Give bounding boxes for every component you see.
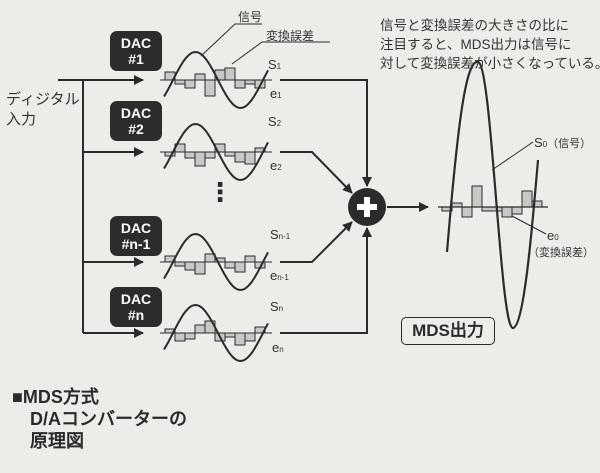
error-label: 変換誤差 <box>266 29 315 43</box>
error-step <box>184 261 196 271</box>
caption-line: D/Aコンバーターの <box>30 409 187 429</box>
caption-line: MDS方式 <box>22 387 99 407</box>
error-step <box>174 332 186 342</box>
input-label-line: 入力 <box>6 111 37 128</box>
dac-number: #2 <box>128 121 144 137</box>
waveform-row <box>160 232 272 292</box>
dac-label: DAC <box>120 35 152 51</box>
sum-connections <box>280 79 429 334</box>
error-step <box>224 67 236 81</box>
input-bus <box>58 75 144 338</box>
error-step <box>184 332 196 340</box>
summing-junction <box>348 188 386 226</box>
error-step <box>204 151 216 159</box>
waveform-row <box>160 122 272 182</box>
signal-wave <box>163 122 269 182</box>
mds-output-box: MDS出力 <box>401 317 495 345</box>
legend-leaders <box>200 23 330 65</box>
dac-2-block: DAC#2 <box>110 101 162 141</box>
error-step <box>174 79 186 85</box>
en-1-label: en-1 <box>270 268 289 283</box>
s2-label: S2 <box>268 114 282 129</box>
s1-label: S1 <box>268 57 282 72</box>
sn-label: Sn <box>270 299 284 314</box>
en-label: en <box>272 340 284 355</box>
dac-label: DAC <box>120 105 152 121</box>
signal-wave <box>163 232 269 292</box>
ellipsis: ⋮ <box>207 178 233 208</box>
signal-wave <box>163 303 269 363</box>
error-step <box>234 151 246 163</box>
error-step <box>244 151 256 165</box>
dac-n-1-block: DAC#n-1 <box>110 216 162 256</box>
error-step <box>194 73 206 81</box>
error-step <box>184 151 196 159</box>
waveform-row <box>160 50 272 110</box>
dac-1-block: DAC#1 <box>110 31 162 71</box>
signal-label: 信号 <box>238 10 263 24</box>
error-step <box>244 79 256 85</box>
error-step <box>224 151 236 157</box>
error-step <box>224 332 236 338</box>
error-step <box>194 324 206 334</box>
error-step <box>224 261 236 269</box>
dac-number: #n <box>127 307 145 323</box>
e1-label: e1 <box>270 86 282 101</box>
s0-label: S0（信号） <box>534 135 592 150</box>
caption-bullet: ■ <box>12 387 23 407</box>
signal-wave <box>163 50 269 110</box>
error-step <box>244 332 256 342</box>
sn-1-label: Sn-1 <box>270 227 291 242</box>
waveform-row <box>160 303 272 363</box>
error-step <box>244 255 256 263</box>
caption-line: 原理図 <box>30 431 84 451</box>
digital-input-label: ディジタル 入力 <box>6 90 80 130</box>
error-step <box>234 79 246 89</box>
dac-number: #1 <box>128 51 144 67</box>
error-step <box>194 151 206 167</box>
error-step <box>204 79 216 97</box>
note-line: 信号と変換誤差の大きさの比に <box>380 18 569 33</box>
error-step <box>184 79 196 89</box>
dac-number: #n-1 <box>121 236 151 252</box>
error-step <box>234 261 246 273</box>
dac-label: DAC <box>120 220 152 236</box>
dac-waveforms <box>160 50 272 363</box>
e0-label: e0 <box>547 228 559 243</box>
note-line: 注目すると、MDS出力は信号に <box>380 37 572 52</box>
dac-label: DAC <box>120 291 152 307</box>
note-line: 対して変換誤差が小さくなっている。 <box>380 56 600 71</box>
e2-label: e2 <box>270 158 282 173</box>
error-step <box>194 261 206 275</box>
figure-caption: ■MDS方式 D/Aコンバーターの 原理図 <box>12 386 187 452</box>
output-waveform <box>438 60 548 330</box>
error-step <box>234 332 246 346</box>
annotation-note: 信号と変換誤差の大きさの比に 注目すると、MDS出力は信号に 対して変換誤差が小… <box>380 16 600 73</box>
dac-n-block: DAC#n <box>110 287 162 327</box>
error-step <box>174 261 186 267</box>
e0-desc: （変換誤差） <box>528 247 594 259</box>
input-label-line: ディジタル <box>6 91 80 108</box>
